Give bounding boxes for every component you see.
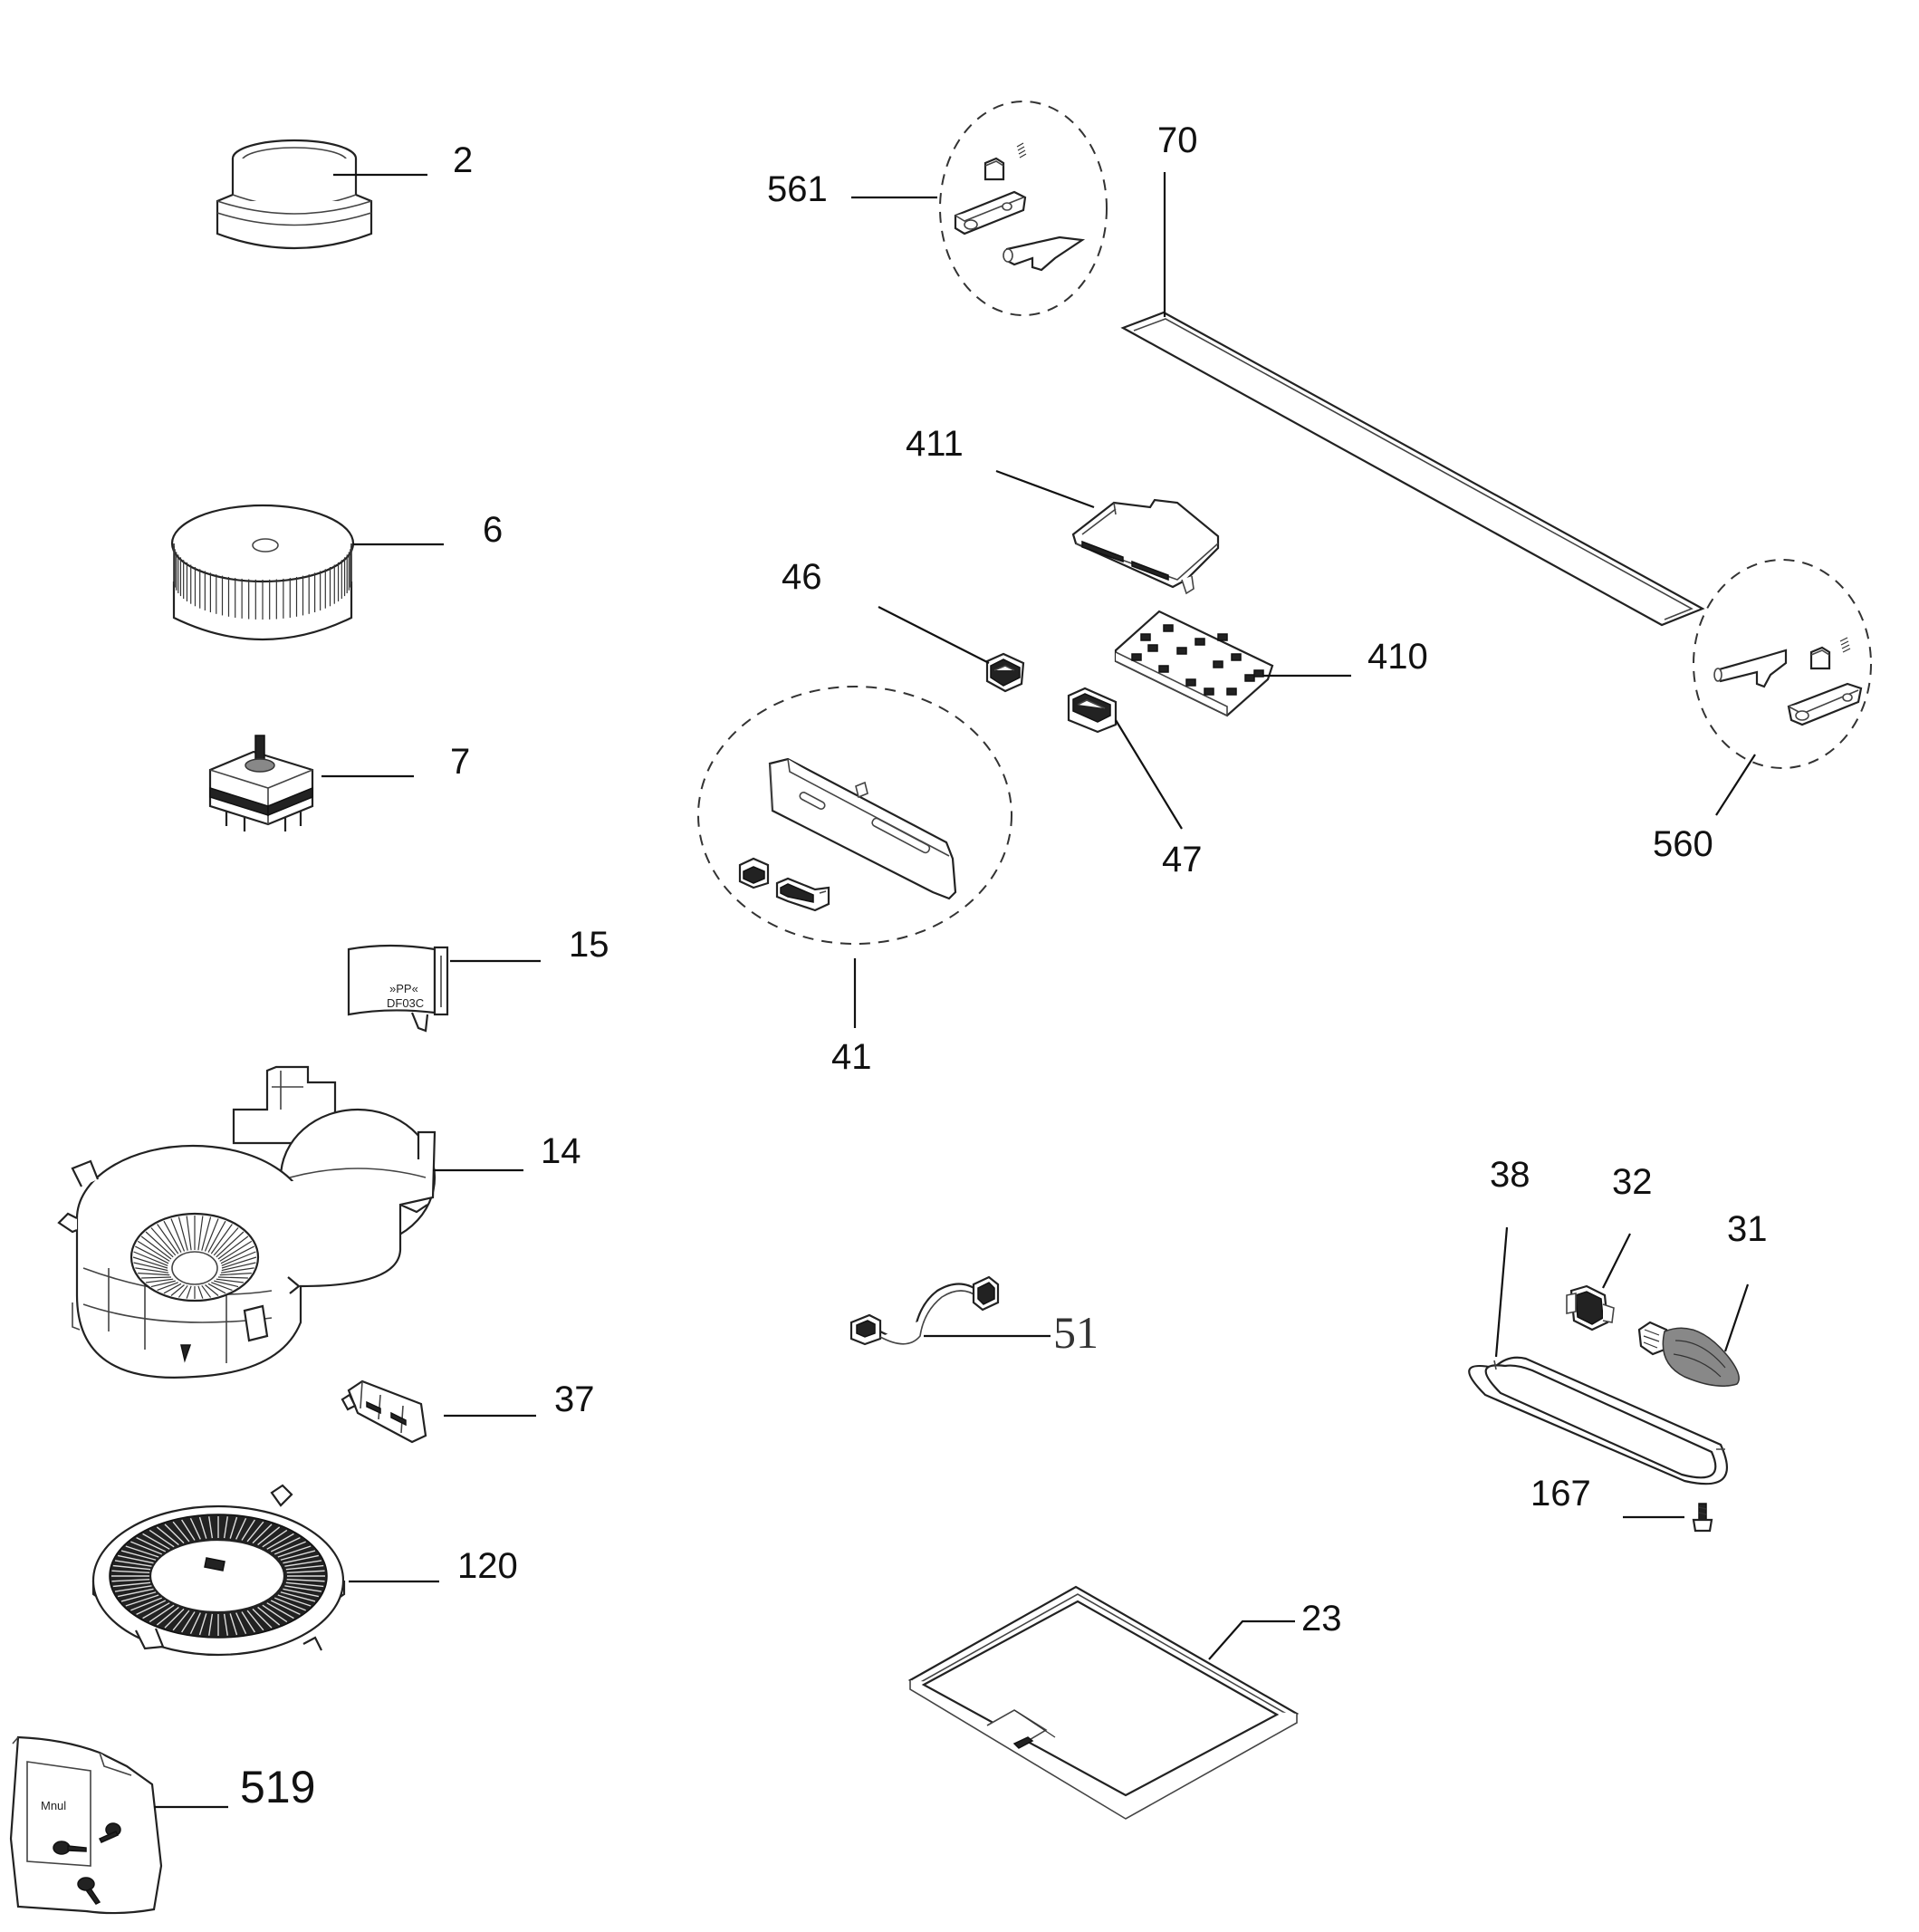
label-560: 560 xyxy=(1653,824,1713,864)
label-15: 15 xyxy=(569,925,609,965)
part-7-control-switch[interactable] xyxy=(208,735,314,831)
part-560-hinge-kit[interactable] xyxy=(1693,559,1872,769)
part-561-hinge-kit[interactable] xyxy=(939,101,1108,316)
part-41-control-panel[interactable] xyxy=(697,686,1012,945)
leader-560 xyxy=(1715,754,1756,816)
leader-47 xyxy=(1115,719,1183,830)
label-2: 2 xyxy=(453,140,473,180)
label-519: 519 xyxy=(240,1762,315,1812)
part-70-glass-strip[interactable] xyxy=(1120,311,1705,627)
leader-23 xyxy=(1208,1620,1295,1660)
part-31-bulb[interactable] xyxy=(1637,1321,1740,1387)
label-32: 32 xyxy=(1612,1162,1653,1202)
leader-38 xyxy=(1494,1226,1509,1358)
part-6-fan-wheel[interactable] xyxy=(170,504,355,640)
leader-46 xyxy=(878,606,990,664)
part-51-wiring-harness[interactable] xyxy=(849,1275,1000,1346)
part-411-board-cover[interactable] xyxy=(1071,498,1220,595)
part-15-marking-2: DF03C xyxy=(387,996,424,1010)
part-38-lamp-ring[interactable] xyxy=(1468,1356,1729,1485)
label-23: 23 xyxy=(1301,1599,1342,1639)
part-32-lamp-holder[interactable] xyxy=(1566,1284,1615,1331)
part-23-grease-filter[interactable] xyxy=(907,1585,1300,1820)
label-70: 70 xyxy=(1157,120,1198,160)
part-519-marking: Mnul xyxy=(41,1799,66,1812)
leader-411 xyxy=(995,469,1095,509)
label-38: 38 xyxy=(1490,1155,1530,1195)
label-7: 7 xyxy=(450,742,470,782)
leader-32 xyxy=(1602,1233,1631,1289)
part-410-electronic-board[interactable] xyxy=(1114,610,1274,717)
label-46: 46 xyxy=(782,557,822,597)
label-31: 31 xyxy=(1727,1209,1768,1249)
part-47-lamp-switch[interactable] xyxy=(1067,687,1118,734)
part-37-bracket[interactable] xyxy=(341,1379,427,1444)
label-14: 14 xyxy=(541,1131,581,1171)
part-14-motor-housing[interactable] xyxy=(57,1065,437,1379)
label-120: 120 xyxy=(457,1546,518,1586)
part-15-marking-1: »PP« xyxy=(389,982,418,995)
part-167-screw[interactable] xyxy=(1692,1503,1713,1533)
label-410: 410 xyxy=(1367,637,1428,677)
part-519-accessory-bag[interactable]: Mnul xyxy=(9,1735,163,1915)
label-6: 6 xyxy=(483,510,503,550)
part-120-charcoal-filter[interactable] xyxy=(91,1484,346,1657)
part-15-capacitor[interactable]: »PP« DF03C xyxy=(347,944,449,1033)
label-411: 411 xyxy=(906,424,964,464)
leader-31 xyxy=(1723,1283,1750,1352)
label-41: 41 xyxy=(831,1037,872,1077)
label-47: 47 xyxy=(1162,840,1203,879)
label-37: 37 xyxy=(554,1379,595,1419)
label-561: 561 xyxy=(767,169,828,209)
part-46-push-switch[interactable] xyxy=(985,652,1025,693)
label-167: 167 xyxy=(1530,1474,1591,1514)
label-51: 51 xyxy=(1053,1307,1099,1358)
part-2-duct-collar[interactable] xyxy=(216,139,373,250)
